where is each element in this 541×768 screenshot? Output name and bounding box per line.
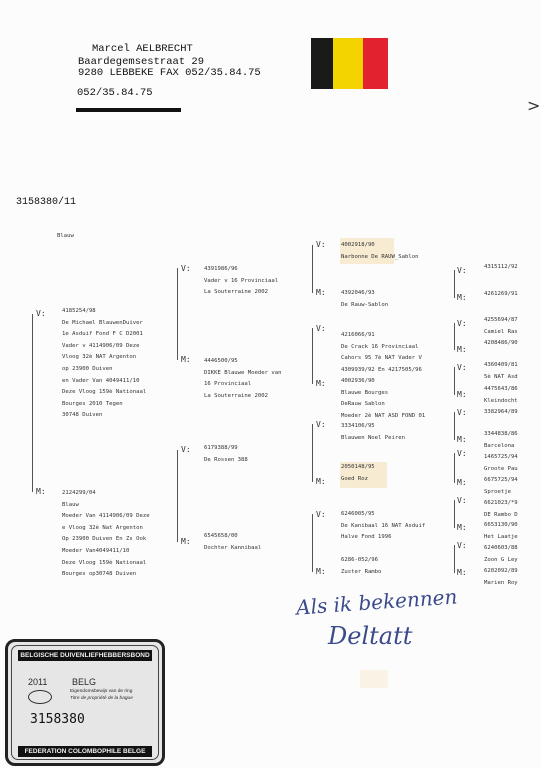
granddam-maternal: 6545658/00 Dochter Kannibaal — [204, 533, 262, 551]
card-org-nl: BELGISCHE DUIVENLIEFHEBBERSBOND — [18, 650, 152, 661]
gen4-entry: 4315112/92 — [484, 264, 518, 270]
tree-line — [454, 323, 455, 350]
granddam-paternal: 4446500/95 DIKKE Blauwe Moeder van 16 Pr… — [204, 358, 282, 399]
tree-line — [177, 268, 178, 360]
tree-line — [454, 412, 455, 440]
card-country: BELG — [72, 677, 97, 687]
tree-line — [454, 367, 455, 395]
tree-line — [312, 514, 313, 572]
pigeon-emblem-icon — [28, 690, 52, 704]
dam-mark: M: — [316, 288, 326, 297]
owner-street: Baardegemsestraat 29 — [78, 56, 205, 68]
dam-mark: M: — [36, 487, 46, 496]
gen4-entry: 4208486/90 — [484, 340, 518, 346]
signature-line-2: Deltatt — [328, 622, 413, 650]
card-year: 2011 — [28, 677, 48, 687]
highlight-mark — [340, 238, 394, 264]
owner-city-fax: 9280 LEBBEKE FAX 052/35.84.75 — [78, 67, 261, 79]
sire-mark: V: — [457, 266, 467, 275]
dam-mark: M: — [457, 568, 467, 577]
card-ring-number: 3158380 — [30, 712, 85, 727]
dam-mark: M: — [316, 379, 326, 388]
owner-name: Marcel AELBRECHT — [92, 43, 193, 55]
next-page-arrow-icon[interactable]: > — [527, 96, 541, 115]
ownership-card: BELGISCHE DUIVENLIEFHEBBERSBOND 2011 BEL… — [5, 639, 165, 766]
tree-line — [177, 450, 178, 542]
header-underline — [76, 108, 181, 112]
sire-mark: V: — [181, 445, 191, 454]
signature-line-1: Als ik bekennen — [295, 584, 459, 620]
dam-mark: M: — [181, 537, 191, 546]
sire-mark: V: — [457, 541, 467, 550]
sire-mark: V: — [457, 408, 467, 417]
sire-mark: V: — [316, 324, 326, 333]
sire-mark: V: — [316, 510, 326, 519]
sire-mark: V: — [457, 449, 467, 458]
card-text-nl: Eigendomsbewijs van de ring — [70, 689, 133, 694]
sire-mark: V: — [316, 420, 326, 429]
owner-phone: 052/35.84.75 — [77, 87, 153, 99]
tree-line — [312, 245, 313, 293]
card-org-fr: FEDERATION COLOMBOPHILE BELGE — [18, 746, 152, 757]
dam-mark: M: — [316, 477, 326, 486]
dam-mark: M: — [457, 478, 467, 487]
tree-line — [454, 500, 455, 528]
gen4-entry: 4261269/91 — [484, 291, 518, 297]
tree-line — [312, 424, 313, 482]
sire-entry: 4185254/98 De Michael BlauwenDuiver 1e A… — [62, 308, 147, 419]
sire-mark: V: — [181, 264, 191, 273]
dam-mark: M: — [457, 293, 467, 302]
subject-ring-number: 3158380/11 — [16, 197, 77, 208]
dam-mark: M: — [181, 355, 191, 364]
grandsire-paternal: 4391986/96 Vader v 16 Provinciaal La Sou… — [204, 266, 279, 296]
dam-mark: M: — [457, 390, 467, 399]
highlight-mark — [360, 670, 388, 688]
dam-mark: M: — [316, 567, 326, 576]
dam-mark: M: — [457, 435, 467, 444]
highlight-mark — [340, 462, 387, 488]
tree-line — [454, 270, 455, 298]
tree-line — [454, 545, 455, 573]
dam-entry: 2124299/04 Blauw Moeder Van 4114906/09 D… — [62, 490, 150, 578]
sire-mark: V: — [457, 319, 467, 328]
tree-line — [454, 453, 455, 483]
tree-line — [32, 314, 33, 492]
card-text-fr: Titre de propriété de la bague — [70, 696, 133, 701]
gen4-entry: 3382964/89 — [484, 409, 518, 415]
sire-mark: V: — [457, 363, 467, 372]
sire-mark: V: — [36, 309, 46, 318]
tree-line — [312, 328, 313, 384]
sire-mark: V: — [316, 240, 326, 249]
dam-mark: M: — [457, 345, 467, 354]
subject-color: Blauw — [57, 233, 74, 239]
grandsire-maternal: 6179388/99 De Rossen 388 — [204, 445, 248, 463]
dam-mark: M: — [457, 523, 467, 532]
sire-mark: V: — [457, 496, 467, 505]
